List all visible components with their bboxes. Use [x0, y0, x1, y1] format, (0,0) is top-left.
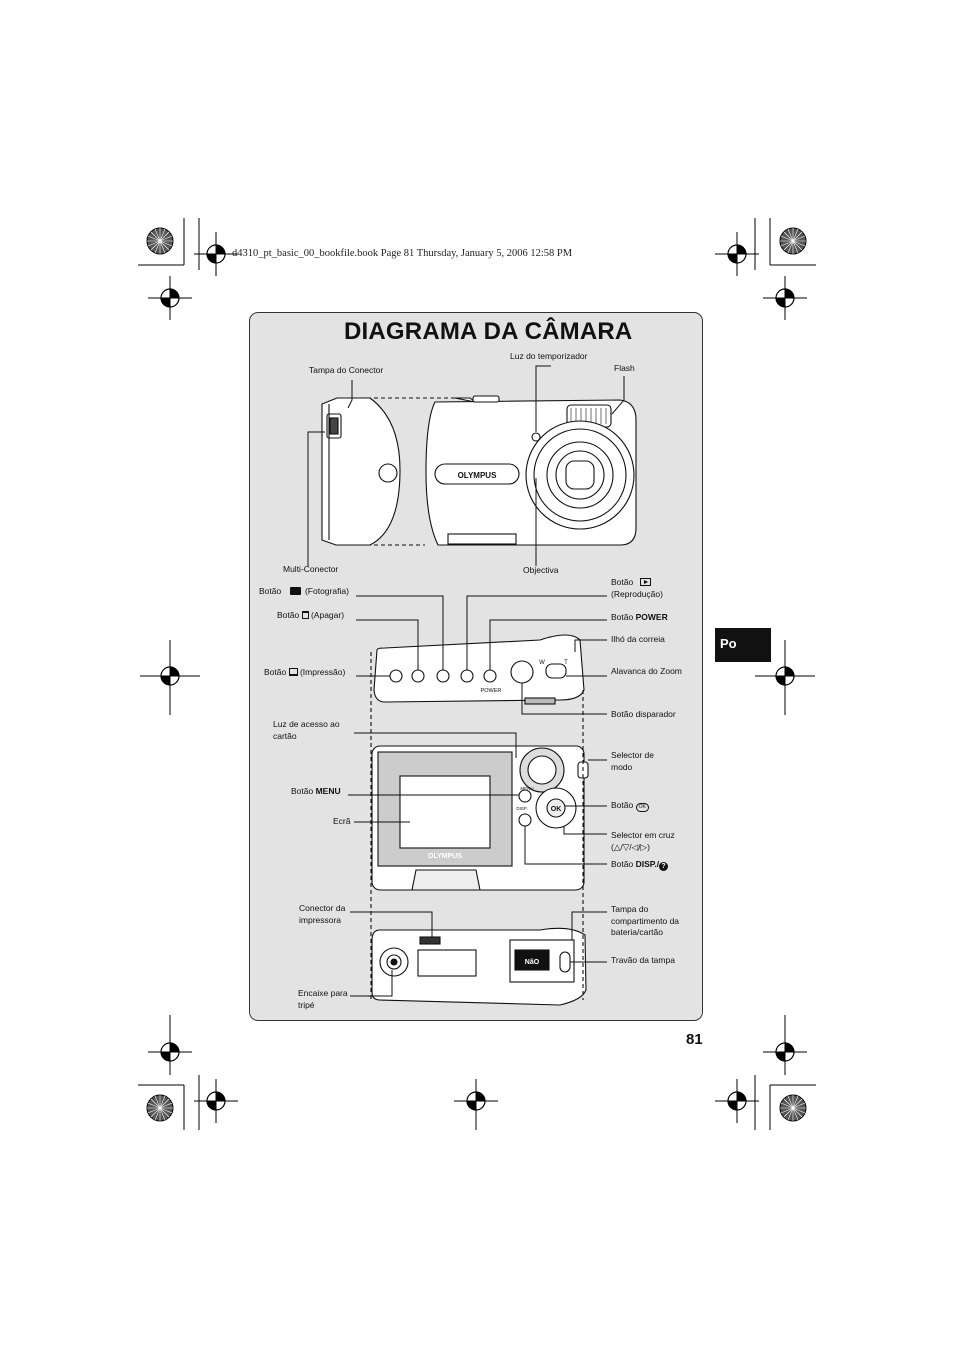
label-ecra: Ecrã: [333, 816, 351, 826]
zoom-t-mark: T: [564, 660, 568, 666]
crop-marks-top: [138, 218, 816, 270]
label-botao-disp: Botão DISP./?: [611, 859, 669, 871]
camera-side-view: [321, 397, 401, 546]
label-botao-apagar: Botão (Apagar): [277, 610, 345, 620]
label-botao-menu: Botão MENU: [291, 786, 341, 796]
camera-bottom-view: NãO: [371, 927, 587, 1006]
camera-top-view: POWER W T: [373, 634, 585, 705]
help-icon: ?: [659, 862, 669, 871]
camera-back-view: OLYMPUS OK MENU DISP.: [371, 745, 589, 891]
disp-mark: DISP.: [516, 806, 527, 811]
ok-mark: OK: [551, 806, 562, 813]
trash-icon: [301, 611, 309, 619]
label-alavanca-zoom: Alavanca do Zoom: [611, 666, 682, 676]
label-travao-tampa: Travão da tampa: [611, 955, 675, 965]
page-title: DIAGRAMA DA CÂMARA: [344, 318, 633, 345]
label-multi-conector: Multi-Conector: [283, 564, 339, 574]
label-luz-temporizador: Luz do temporizador: [510, 351, 588, 361]
label-tampa-conector: Tampa do Conector: [309, 365, 384, 375]
language-tab: Po: [715, 628, 771, 662]
label-botao-fotografia: Botão (Fotografia): [259, 586, 349, 596]
file-header: d4310_pt_basic_00_bookfile.book Page 81 …: [232, 248, 573, 259]
play-icon: [639, 578, 651, 586]
label-flash: Flash: [614, 363, 635, 373]
crop-marks-bottom: [138, 1075, 816, 1130]
page-number: 81: [686, 1031, 703, 1048]
label-botao-disparador: Botão disparador: [611, 709, 676, 719]
label-botao-reproducao: Botão (Reprodução): [611, 577, 663, 599]
label-botao-power: Botão POWER: [611, 612, 668, 622]
label-ilho-correia: Ilhó da correia: [611, 634, 665, 644]
brand-logo-front: OLYMPUS: [458, 471, 497, 480]
label-botao-ok: Botão OK: [611, 800, 649, 812]
label-botao-impressao: Botão (Impressão): [264, 667, 346, 677]
menu-mark: MENU: [520, 786, 533, 791]
zoom-w-mark: W: [539, 660, 545, 666]
print-icon: [288, 668, 298, 676]
brand-logo-back: OLYMPUS: [428, 853, 462, 860]
camera-icon: [289, 587, 301, 595]
power-mark: POWER: [481, 688, 502, 694]
label-selector-cruz: Selector em cruz(△/▽/◁/▷): [611, 830, 675, 852]
lock-mark: NãO: [525, 959, 540, 966]
camera-front-view: OLYMPUS: [425, 395, 637, 546]
label-objectiva: Objectiva: [523, 565, 559, 575]
ok-icon: OK: [635, 803, 649, 812]
